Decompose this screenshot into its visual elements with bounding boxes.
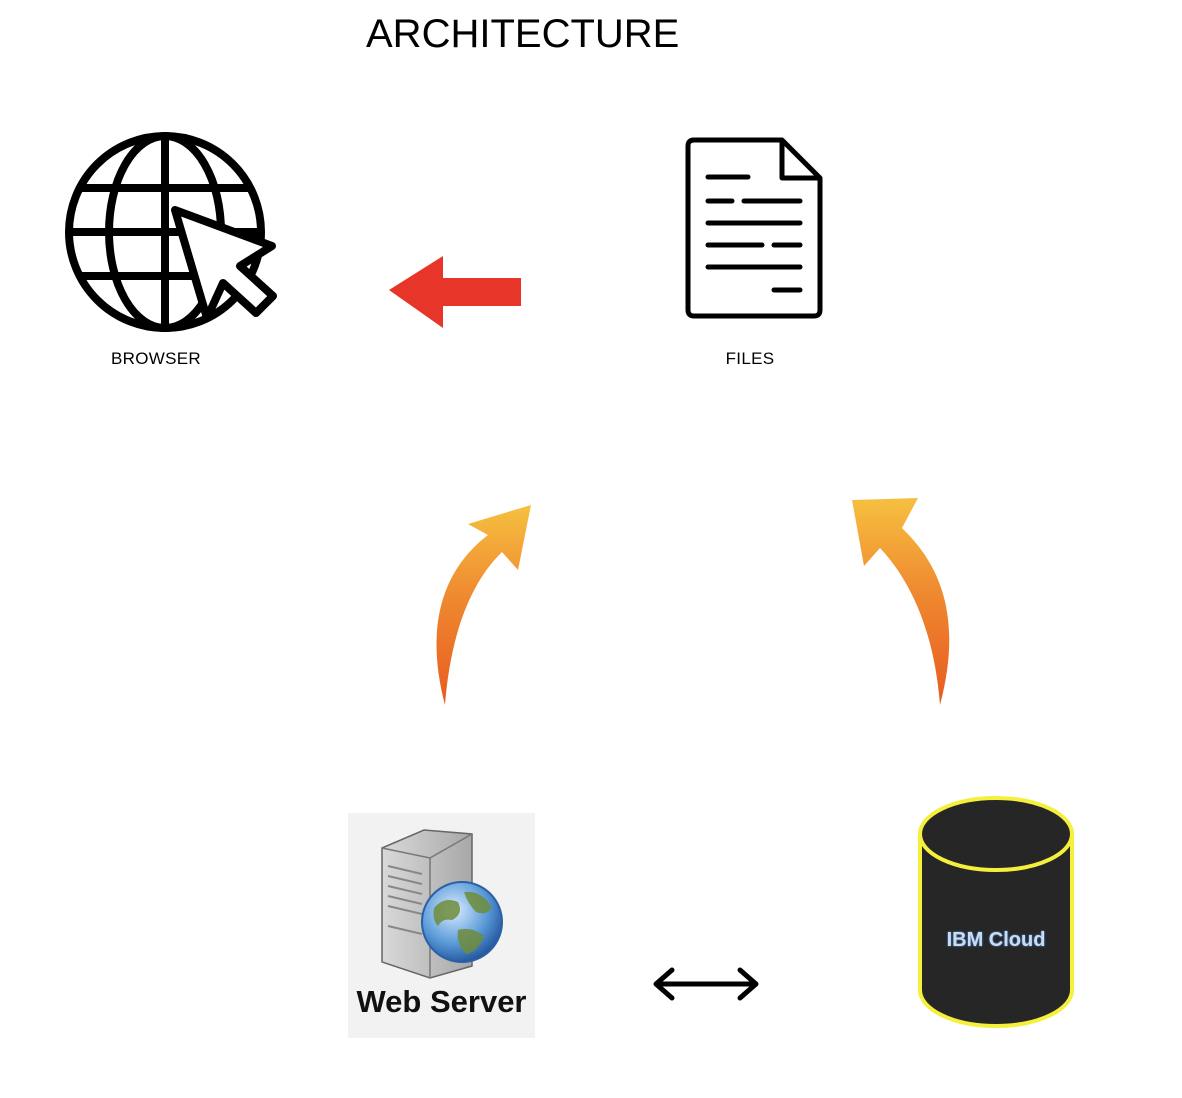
cloud-to-files-arrow (852, 498, 950, 705)
files-to-browser-arrow (389, 256, 521, 328)
globe-cursor-icon (65, 132, 277, 332)
diagram-title: ARCHITECTURE (366, 12, 680, 56)
files-label: FILES (725, 349, 775, 368)
database-cylinder-icon (918, 796, 1074, 1028)
browser-label: BROWSER (111, 349, 201, 368)
double-headed-arrow (653, 967, 759, 1001)
document-icon (685, 137, 823, 319)
web-server-label: Web Server (356, 984, 527, 1019)
ibm-cloud-label: IBM Cloud (946, 929, 1046, 951)
webserver-to-files-arrow (436, 505, 531, 705)
server-globe-icon (381, 829, 503, 979)
